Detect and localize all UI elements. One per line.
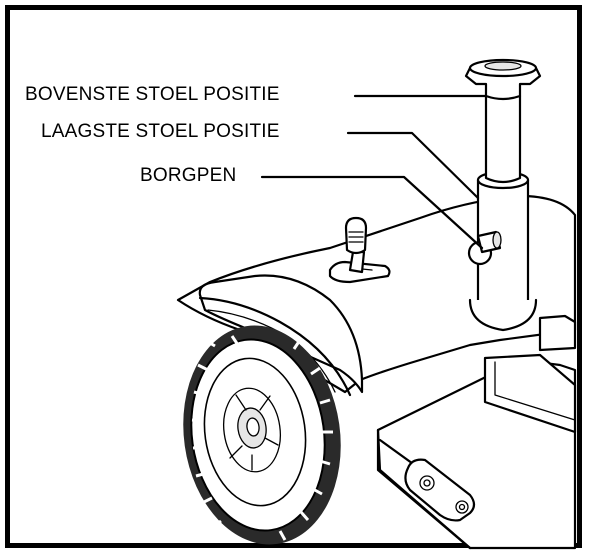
release-lever	[328, 216, 391, 284]
label-locking-pin: BORGPEN	[140, 165, 237, 186]
seat-post	[464, 58, 542, 332]
label-lowest-seat-position: LAAGSTE STOEL POSITIE	[41, 121, 280, 142]
leader-line-lowest	[346, 131, 480, 200]
label-top-seat-position: BOVENSTE STOEL POSITIE	[25, 84, 280, 105]
front-wheel	[183, 325, 341, 545]
leader-line-pin	[260, 175, 484, 250]
connector-plate	[404, 458, 476, 522]
